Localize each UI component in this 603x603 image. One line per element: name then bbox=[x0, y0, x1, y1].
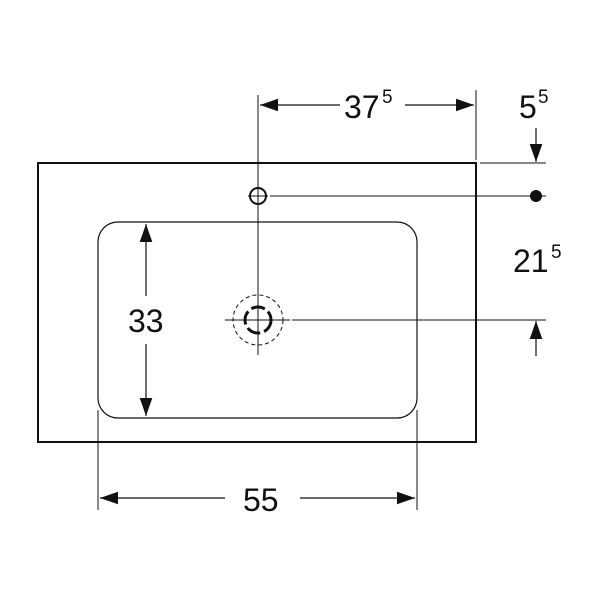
tap-depth-dot bbox=[530, 190, 542, 202]
tap-offset-sup: 5 bbox=[382, 87, 393, 108]
basin-depth-label: 33 bbox=[128, 303, 164, 339]
drain-depth-label: 21 bbox=[513, 243, 549, 279]
drain-outer-icon bbox=[232, 294, 284, 346]
tap-depth-sup: 5 bbox=[538, 87, 549, 108]
tap-depth-label: 5 bbox=[519, 89, 537, 125]
basin-width-label: 55 bbox=[243, 482, 279, 518]
washbasin-outline bbox=[37, 162, 477, 443]
drain-depth-sup: 5 bbox=[551, 242, 562, 263]
drain-inner-icon bbox=[243, 305, 273, 335]
tap-offset-label: 37 bbox=[344, 89, 380, 125]
